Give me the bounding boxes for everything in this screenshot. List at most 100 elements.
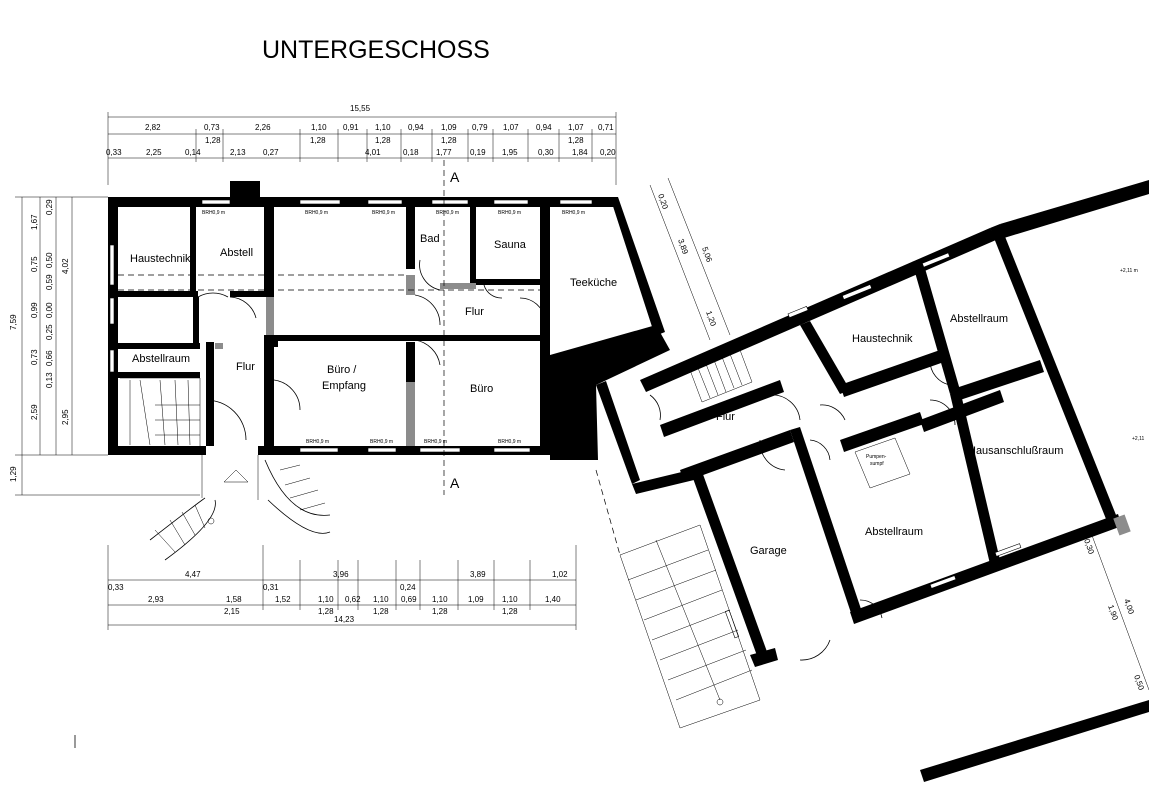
room-flur-top: Flur — [465, 306, 484, 318]
room-buero-empfang-line2: Empfang — [322, 380, 366, 392]
room-abstellraum-right-bottom: Abstellraum — [865, 526, 923, 538]
dim-label: 0,99 — [30, 302, 39, 318]
dim-overall-bottom: 14,23 — [334, 615, 355, 624]
room-garage: Garage — [750, 545, 787, 557]
dim-label: 0,50 — [45, 252, 54, 268]
room-haustechnik-left: Haustechnik — [130, 253, 191, 265]
dim-label: 1,28 — [502, 607, 518, 616]
dim-label: 1,10 — [373, 595, 389, 604]
dim-label: 1,20 — [704, 310, 718, 328]
room-teekueche: Teeküche — [570, 277, 617, 289]
dim-label: 1,40 — [545, 595, 561, 604]
dim-label: 1,28 — [373, 607, 389, 616]
window-label: BRH0,9 m — [498, 210, 521, 216]
dim-label: 0,29 — [45, 199, 54, 215]
dim-label: 1,10 — [375, 123, 391, 132]
section-marker-top: A — [450, 169, 460, 185]
pump-sump-label-line1: Pumpen- — [866, 454, 887, 460]
left-building: A A BRH0,9 m BRH0,9 m BRH0,9 m BRH0,9 m … — [108, 160, 665, 561]
dim-label: 0,94 — [536, 123, 552, 132]
right-building: +2,11 m +2,11 0,20 3,89 5,06 1,20 0,30 4… — [550, 177, 1149, 782]
dim-label: 1,10 — [318, 595, 334, 604]
room-buero: Büro — [470, 383, 493, 395]
dim-label: 2,95 — [61, 409, 70, 425]
room-hausanschlussraum: Hausanschlußraum — [968, 445, 1063, 457]
window-label: BRH0,9 m — [498, 439, 521, 445]
room-flur-right: Flur — [716, 411, 735, 423]
dim-label: 4,02 — [61, 258, 70, 274]
window-label: BRH0,9 m — [306, 439, 329, 445]
internal-stairs — [120, 377, 201, 446]
dim-label: 3,96 — [333, 570, 349, 579]
dim-label: 0,30 — [538, 148, 554, 157]
external-stair-ramp — [595, 469, 761, 729]
dim-label: 0,18 — [403, 148, 419, 157]
section-marker-bottom: A — [450, 475, 460, 491]
dim-label: 4,00 — [1122, 598, 1136, 616]
dim-label: 0,00 — [45, 302, 54, 318]
room-sauna: Sauna — [494, 239, 527, 251]
window-label: BRH0,9 m — [372, 210, 395, 216]
dim-label: 1,09 — [441, 123, 457, 132]
level-marker: +2,11 — [1132, 436, 1144, 442]
dim-label: 4,47 — [185, 570, 201, 579]
room-abstell: Abstell — [220, 247, 253, 259]
level-marker: +2,11 m — [1120, 268, 1138, 274]
dim-label: 0,33 — [108, 583, 124, 592]
room-flur-left: Flur — [236, 361, 255, 373]
dim-label: 0,94 — [408, 123, 424, 132]
dim-label: 0,73 — [30, 349, 39, 365]
room-abstellraum-right-top: Abstellraum — [950, 313, 1008, 325]
plan-title: UNTERGESCHOSS — [262, 36, 490, 64]
dim-label: 1,07 — [503, 123, 519, 132]
dim-label: 1,28 — [318, 607, 334, 616]
dim-label: 1,09 — [468, 595, 484, 604]
dim-label: 0,27 — [263, 148, 279, 157]
window-label: BRH0,9 m — [202, 210, 225, 216]
bottom-dimension-chain: 4,47 3,96 3,89 1,02 0,33 0,31 0,24 2,93 … — [107, 545, 577, 630]
dim-label: 2,82 — [145, 123, 161, 132]
room-buero-empfang-line1: Büro / — [327, 364, 357, 376]
dim-label: 2,59 — [30, 404, 39, 420]
dim-label: 1,28 — [205, 136, 221, 145]
dim-label: 1,28 — [441, 136, 457, 145]
dim-label: 2,26 — [255, 123, 271, 132]
room-abstellraum-left: Abstellraum — [132, 353, 190, 365]
dim-overall-left: 7,59 — [9, 314, 18, 330]
dim-label: 1,28 — [310, 136, 326, 145]
curved-stairs — [149, 455, 331, 561]
window-label: BRH0,9 m — [424, 439, 447, 445]
dim-label: 0,20 — [656, 193, 670, 211]
dim-label: 1,77 — [436, 148, 452, 157]
window-label: BRH0,9 m — [370, 439, 393, 445]
dim-label: 4,01 — [365, 148, 381, 157]
window-label: BRH0,9 m — [436, 210, 459, 216]
dim-label: 3,89 — [470, 570, 486, 579]
dim-label: 2,13 — [230, 148, 246, 157]
left-dimension-chain: 7,59 1,67 0,75 0,99 0,73 2,59 1,29 0,29 … — [9, 196, 200, 496]
dim-label: 1,10 — [432, 595, 448, 604]
dim-label: 1,67 — [30, 214, 39, 230]
dim-label: 1,10 — [311, 123, 327, 132]
dim-label: 1,52 — [275, 595, 291, 604]
dim-label: 0,33 — [106, 148, 122, 157]
dim-label: 0,79 — [472, 123, 488, 132]
dim-label: 1,29 — [9, 466, 18, 482]
dim-label: 0,71 — [598, 123, 614, 132]
dim-label: 0,20 — [600, 148, 616, 157]
dim-label: 1,02 — [552, 570, 568, 579]
dim-label: 0,14 — [185, 148, 201, 157]
dim-label: 0,62 — [345, 595, 361, 604]
dim-label: 1,10 — [502, 595, 518, 604]
dim-label: 0,19 — [470, 148, 486, 157]
dim-label: 0,66 — [45, 350, 54, 366]
dim-label: 0,91 — [343, 123, 359, 132]
pump-sump — [854, 437, 911, 489]
dim-label: 0,31 — [263, 583, 279, 592]
dim-label: 0,75 — [30, 256, 39, 272]
window-label: BRH0,9 m — [305, 210, 328, 216]
dim-label: 0,69 — [401, 595, 417, 604]
dim-label: 1,58 — [226, 595, 242, 604]
room-bad: Bad — [420, 233, 440, 245]
